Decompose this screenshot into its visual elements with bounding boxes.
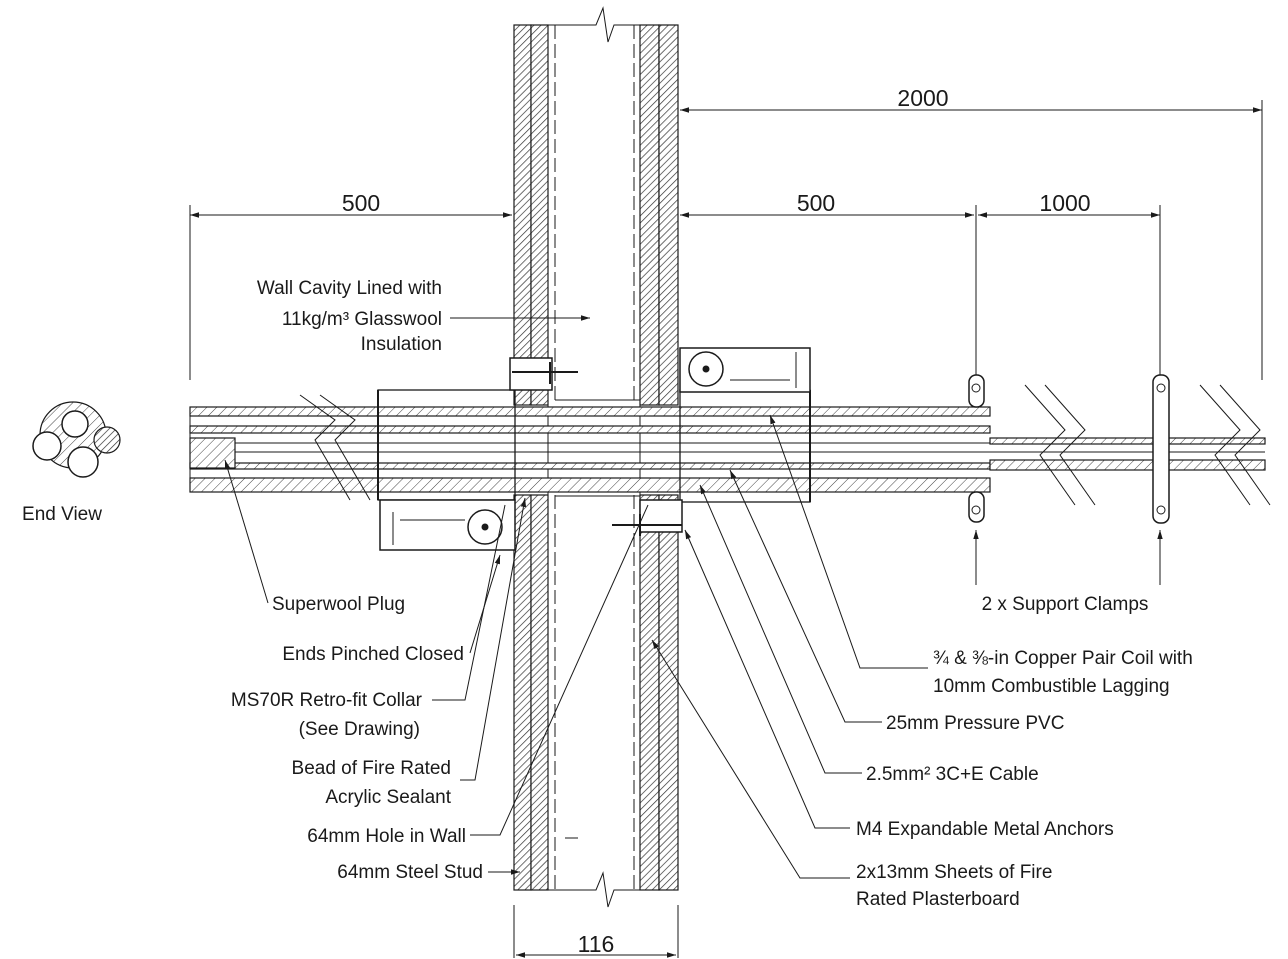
end-view-label: End View bbox=[22, 504, 102, 525]
ends-pinched-label: Ends Pinched Closed bbox=[282, 644, 464, 665]
pipe-bundle bbox=[189, 384, 1271, 506]
superwool-plug bbox=[189, 437, 236, 469]
copper-label-line1: ¾ & ⅜-in Copper Pair Coil with bbox=[933, 648, 1193, 669]
dimension-2000: 2000 bbox=[897, 85, 948, 111]
plasterboard-label-line2: Rated Plasterboard bbox=[856, 889, 1020, 910]
anchor-bottom bbox=[612, 499, 683, 536]
leader-lines bbox=[224, 315, 1163, 879]
left-plasterboard-inner-lower bbox=[530, 494, 549, 891]
copper-label-line2: 10mm Combustible Lagging bbox=[933, 676, 1170, 697]
dimension-500-right: 500 bbox=[797, 190, 835, 216]
wall bbox=[513, 6, 679, 908]
dimension-1000: 1000 bbox=[1039, 190, 1090, 216]
pvc-label: 25mm Pressure PVC bbox=[886, 713, 1064, 734]
cavity-label-line1: Wall Cavity Lined with bbox=[257, 278, 442, 299]
right-plasterboard-inner bbox=[639, 24, 660, 406]
stud-label: 64mm Steel Stud bbox=[337, 862, 483, 883]
cable-band bbox=[189, 462, 991, 470]
left-plasterboard-inner bbox=[530, 24, 549, 406]
dimension-116: 116 bbox=[578, 931, 615, 957]
upper-pipe-wall bbox=[189, 425, 991, 434]
cavity-label-line2: 11kg/m³ Glasswool bbox=[282, 309, 442, 330]
lower-lagging bbox=[189, 477, 991, 493]
collar-label-line1: MS70R Retro-fit Collar bbox=[231, 690, 423, 711]
right-collar bbox=[679, 347, 811, 503]
plasterboard-label-line1: 2x13mm Sheets of Fire bbox=[856, 862, 1052, 883]
left-collar bbox=[377, 389, 516, 551]
cable-label: 2.5mm² 3C+E Cable bbox=[866, 764, 1039, 785]
collar-label-line2: (See Drawing) bbox=[299, 719, 420, 740]
right-plasterboard-outer bbox=[658, 24, 679, 406]
anchor-top bbox=[509, 357, 578, 391]
upper-lagging bbox=[189, 406, 991, 417]
superwool-plug-label: Superwool Plug bbox=[272, 594, 405, 615]
left-plasterboard-outer bbox=[513, 24, 532, 406]
dimension-lines bbox=[189, 100, 1263, 958]
left-plasterboard-outer-lower bbox=[513, 494, 532, 891]
support-clamp-2 bbox=[1152, 374, 1170, 524]
support-clamp-1 bbox=[968, 374, 985, 523]
support-clamps-label: 2 x Support Clamps bbox=[982, 594, 1149, 615]
right-plasterboard-inner-lower bbox=[639, 494, 660, 891]
right-plasterboard-outer-lower bbox=[658, 494, 679, 891]
anchors-label: M4 Expandable Metal Anchors bbox=[856, 819, 1114, 840]
bead-label-line2: Acrylic Sealant bbox=[325, 787, 451, 808]
end-view-symbol bbox=[32, 401, 121, 478]
bead-label-line1: Bead of Fire Rated bbox=[292, 758, 451, 779]
hole-label: 64mm Hole in Wall bbox=[307, 826, 466, 847]
cavity-label-line3: Insulation bbox=[361, 334, 442, 355]
dimension-500-left: 500 bbox=[342, 190, 380, 216]
